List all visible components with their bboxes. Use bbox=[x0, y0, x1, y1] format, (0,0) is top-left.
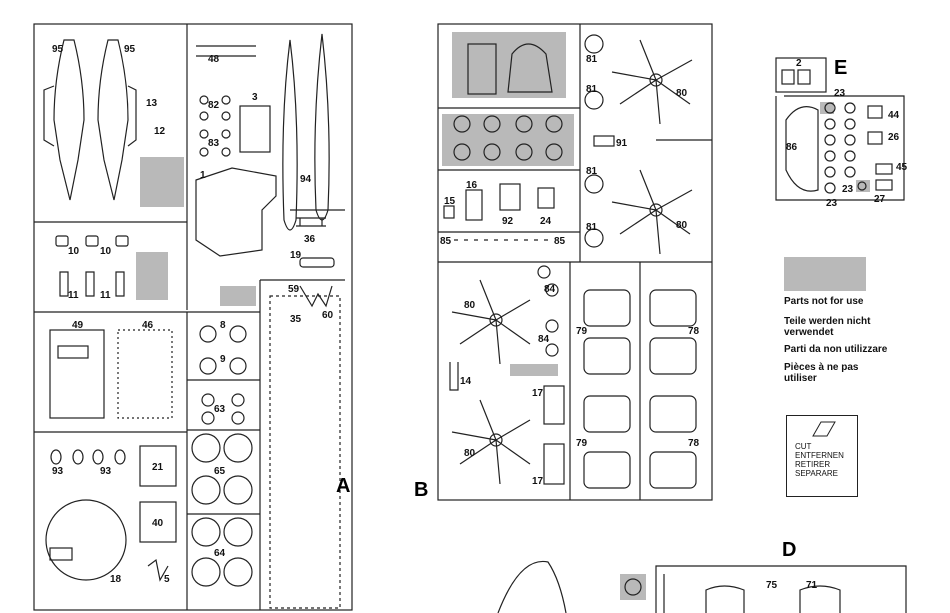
label-11b: 11 bbox=[100, 290, 111, 301]
label-14: 14 bbox=[460, 376, 472, 387]
sprue-a-frame bbox=[33, 23, 353, 611]
label-60: 60 bbox=[322, 310, 334, 321]
label-9: 9 bbox=[220, 354, 226, 365]
label-23c: 23 bbox=[826, 198, 838, 209]
label-19: 19 bbox=[290, 250, 302, 261]
label-3: 3 bbox=[252, 92, 258, 103]
label-85b: 85 bbox=[554, 236, 566, 247]
label-75: 75 bbox=[766, 580, 778, 591]
cut-icon bbox=[812, 421, 836, 437]
label-81d: 81 bbox=[586, 222, 598, 233]
label-2: 2 bbox=[796, 58, 802, 69]
label-15: 15 bbox=[444, 196, 456, 207]
label-24: 24 bbox=[540, 216, 552, 227]
label-45: 45 bbox=[896, 162, 908, 173]
label-78a: 78 bbox=[688, 326, 700, 337]
label-59: 59 bbox=[288, 284, 300, 295]
label-91: 91 bbox=[616, 138, 628, 149]
label-16: 16 bbox=[466, 180, 478, 191]
label-65: 65 bbox=[214, 466, 226, 477]
label-23a: 23 bbox=[834, 88, 846, 99]
label-79a: 79 bbox=[576, 326, 588, 337]
label-71: 71 bbox=[806, 580, 818, 591]
rotor-80-left bbox=[451, 279, 531, 365]
sprue-b-letter: B bbox=[414, 479, 428, 501]
label-5: 5 bbox=[164, 574, 170, 585]
label-36: 36 bbox=[304, 234, 316, 245]
label-17a: 17 bbox=[532, 388, 544, 399]
sprue-b-frame bbox=[437, 23, 713, 501]
label-63: 63 bbox=[214, 404, 226, 415]
label-13: 13 bbox=[146, 98, 158, 109]
label-11a: 11 bbox=[68, 290, 79, 301]
label-79b: 79 bbox=[576, 438, 588, 449]
label-80d: 80 bbox=[464, 448, 476, 459]
label-48: 48 bbox=[208, 54, 220, 65]
cut-line-1: CUT bbox=[795, 442, 812, 451]
label-80b: 80 bbox=[676, 220, 688, 231]
label-1: 1 bbox=[200, 170, 206, 181]
label-35: 35 bbox=[290, 314, 302, 325]
rotor-80-top bbox=[611, 39, 693, 125]
legend-fr: Pièces à ne pas utiliser bbox=[784, 362, 859, 384]
label-84a: 84 bbox=[544, 284, 556, 295]
label-8: 8 bbox=[220, 320, 226, 331]
sprue-d-letter: D bbox=[782, 539, 796, 561]
label-81c: 81 bbox=[586, 166, 598, 177]
label-12: 12 bbox=[154, 126, 166, 137]
label-10a: 10 bbox=[68, 246, 80, 257]
rotor-80-bottom bbox=[451, 399, 531, 485]
label-83: 83 bbox=[208, 138, 220, 149]
label-82: 82 bbox=[208, 100, 220, 111]
cut-instruction-box: CUT ENTFERNEN RETIRER SEPARARE bbox=[786, 415, 858, 497]
legend-de: Teile werden nicht verwendet bbox=[784, 316, 871, 338]
label-46: 46 bbox=[142, 320, 154, 331]
cut-line-2: ENTFERNEN bbox=[795, 451, 844, 460]
label-64: 64 bbox=[214, 548, 226, 559]
sprue-e-frame bbox=[775, 57, 905, 201]
label-85a: 85 bbox=[440, 236, 452, 247]
cut-line-4: SEPARARE bbox=[795, 469, 838, 478]
label-86: 86 bbox=[786, 142, 798, 153]
label-80c: 80 bbox=[464, 300, 476, 311]
legend-en: Parts not for use bbox=[784, 296, 864, 307]
label-17b: 17 bbox=[532, 476, 544, 487]
label-93b: 93 bbox=[100, 466, 112, 477]
not-for-use-swatch bbox=[784, 257, 866, 291]
label-92: 92 bbox=[502, 216, 514, 227]
sprue-e-letter: E bbox=[834, 57, 847, 79]
label-84b: 84 bbox=[538, 334, 550, 345]
label-95b: 95 bbox=[124, 44, 136, 55]
label-26: 26 bbox=[888, 132, 900, 143]
part-95-tanks bbox=[43, 39, 137, 201]
label-21: 21 bbox=[152, 462, 164, 473]
label-18: 18 bbox=[110, 574, 122, 585]
rotor-80-mid bbox=[611, 169, 693, 255]
label-80a: 80 bbox=[676, 88, 688, 99]
cut-line-3: RETIRER bbox=[795, 460, 831, 469]
label-81a: 81 bbox=[586, 54, 598, 65]
label-94: 94 bbox=[300, 174, 312, 185]
label-10b: 10 bbox=[100, 246, 112, 257]
label-40: 40 bbox=[152, 518, 164, 529]
label-78b: 78 bbox=[688, 438, 700, 449]
sprue-d-frame bbox=[655, 565, 907, 613]
label-81b: 81 bbox=[586, 84, 598, 95]
label-27: 27 bbox=[874, 194, 886, 205]
sprue-a-letter: A bbox=[336, 475, 350, 497]
label-23b: 23 bbox=[842, 184, 854, 195]
label-95a: 95 bbox=[52, 44, 64, 55]
label-49: 49 bbox=[72, 320, 84, 331]
legend-it: Parti da non utilizzare bbox=[784, 344, 888, 355]
label-44: 44 bbox=[888, 110, 900, 121]
label-93a: 93 bbox=[52, 466, 64, 477]
